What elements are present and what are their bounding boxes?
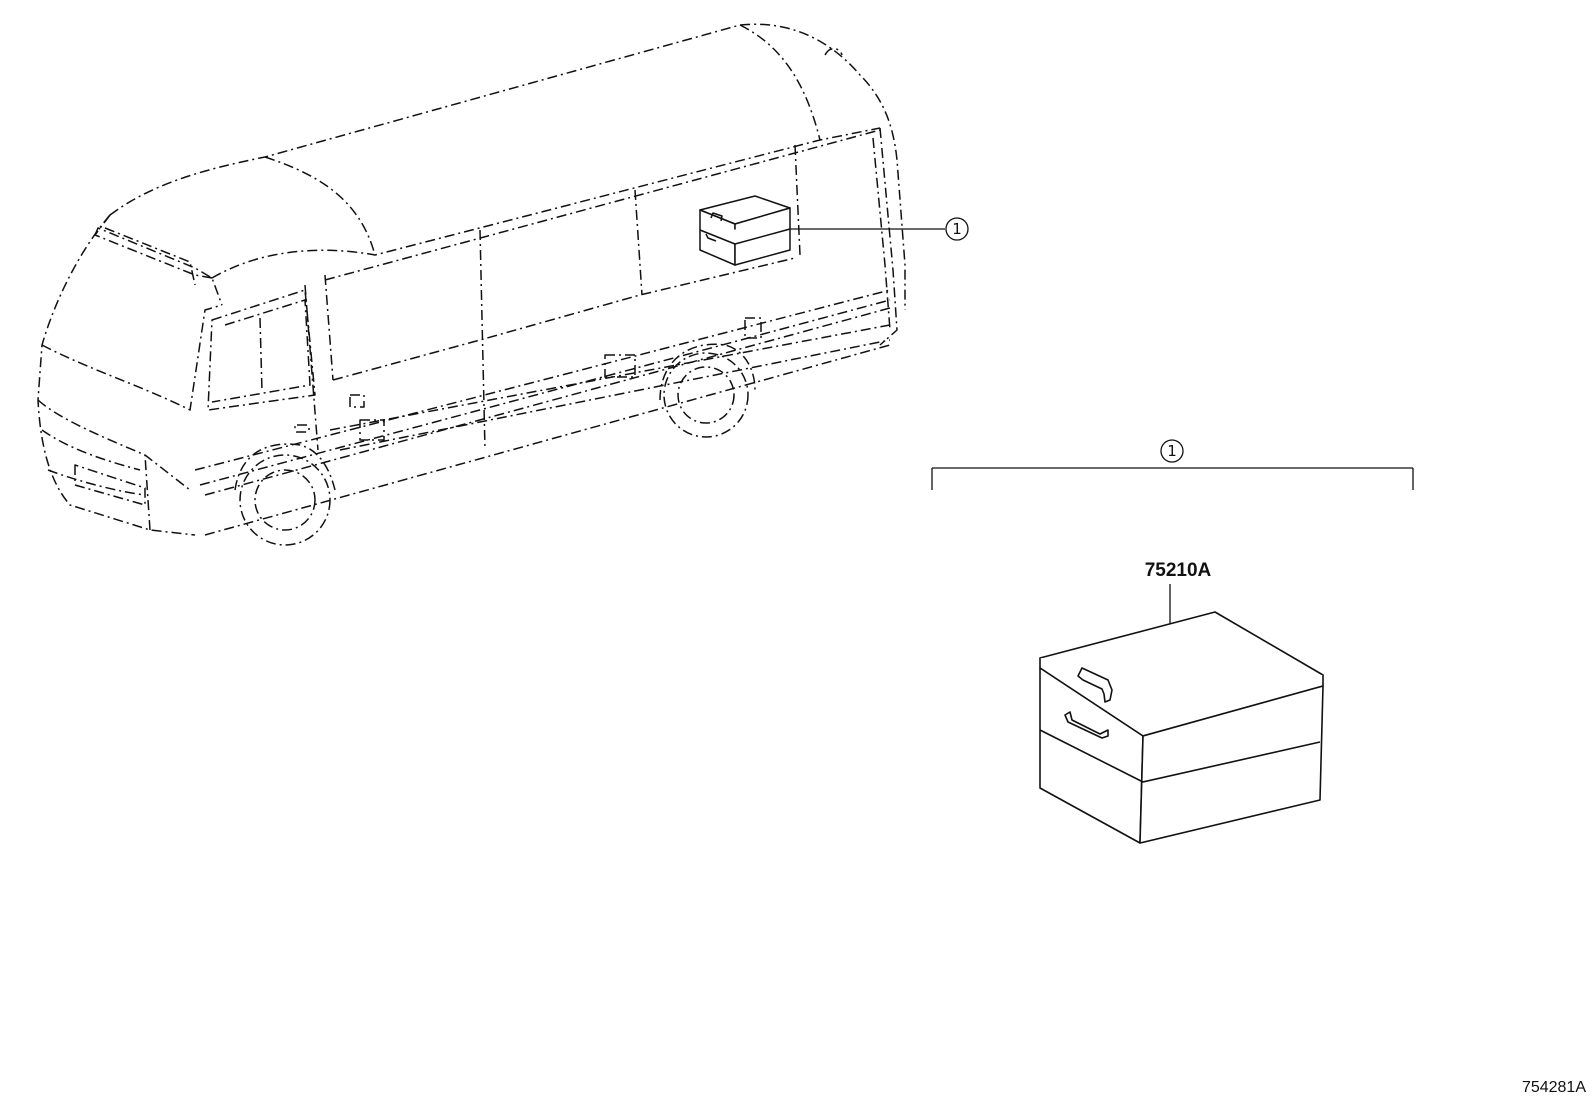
figure-id: 754281A [1522, 1079, 1586, 1096]
vehicle-illustration [37, 23, 906, 546]
box-on-vehicle-icon [699, 195, 791, 266]
storage-box-icon [1039, 611, 1324, 844]
assembly-bracket [931, 439, 1414, 490]
part-number-label: 75210A [1145, 560, 1212, 581]
callout-leader [790, 217, 969, 241]
callout-number: 1 [1167, 442, 1177, 460]
callout-number: 1 [952, 220, 962, 238]
